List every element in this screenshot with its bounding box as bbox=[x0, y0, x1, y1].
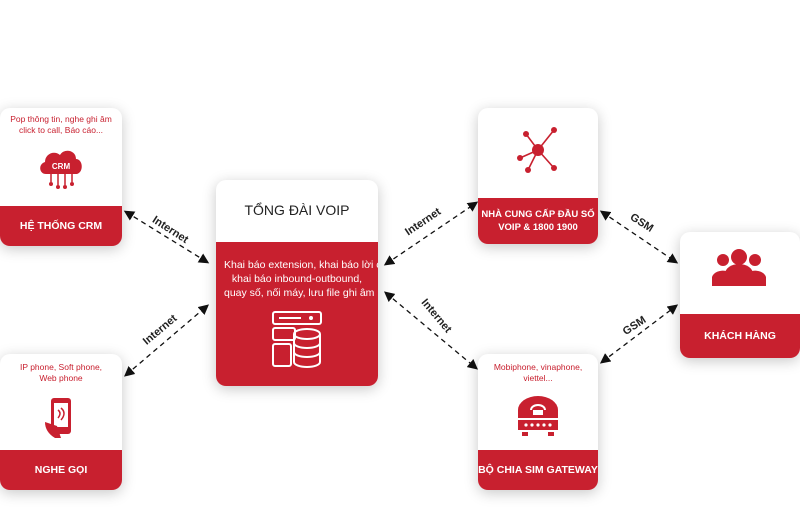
svg-text:CRM: CRM bbox=[52, 162, 71, 171]
users-group-icon bbox=[712, 249, 766, 286]
arrow-center-provider bbox=[383, 201, 479, 266]
gateway-note: Mobiphone, vinaphone, viettel... bbox=[493, 362, 583, 383]
crm-label: HỆ THỐNG CRM bbox=[0, 206, 122, 246]
voip-center-card: TỔNG ĐÀI VOIP Khai báo extension, khai b… bbox=[216, 180, 378, 386]
server-database-icon bbox=[272, 311, 322, 368]
crm-note: Pop thông tin, nghe ghi âm click to call… bbox=[10, 114, 112, 135]
voip-body: Khai báo extension, khai báo lời chào, k… bbox=[216, 242, 378, 386]
phone-label: NGHE GỌI bbox=[0, 450, 122, 490]
arrow-provider-customer bbox=[599, 210, 679, 264]
voip-description: Khai báo extension, khai báo lời chào, k… bbox=[224, 259, 378, 299]
sim-gateway-icon bbox=[518, 396, 558, 436]
arrow-crm-center bbox=[123, 210, 210, 264]
smartphone-icon bbox=[45, 398, 71, 438]
phone-card: IP phone, Soft phone, Web phone NGHE GỌI bbox=[0, 354, 122, 490]
customer-label: KHÁCH HÀNG bbox=[680, 314, 800, 358]
network-node-icon bbox=[517, 127, 557, 173]
gateway-label: BỘ CHIA SIM GATEWAY bbox=[478, 450, 598, 490]
crm-cloud-icon: CRM bbox=[40, 150, 82, 189]
arrow-center-gateway bbox=[384, 291, 478, 370]
provider-label: NHÀ CUNG CẤP ĐẦU SỐ VOIP & 1800 1900 bbox=[478, 198, 598, 244]
customer-card: KHÁCH HÀNG bbox=[680, 232, 800, 358]
gateway-card: Mobiphone, vinaphone, viettel... BỘ CHIA… bbox=[478, 354, 598, 490]
phone-note: IP phone, Soft phone, Web phone bbox=[19, 362, 103, 383]
crm-card: Pop thông tin, nghe ghi âm click to call… bbox=[0, 108, 122, 246]
arrow-gateway-customer bbox=[599, 304, 679, 364]
provider-card: NHÀ CUNG CẤP ĐẦU SỐ VOIP & 1800 1900 bbox=[478, 108, 598, 244]
voip-title: TỔNG ĐÀI VOIP bbox=[244, 202, 350, 218]
